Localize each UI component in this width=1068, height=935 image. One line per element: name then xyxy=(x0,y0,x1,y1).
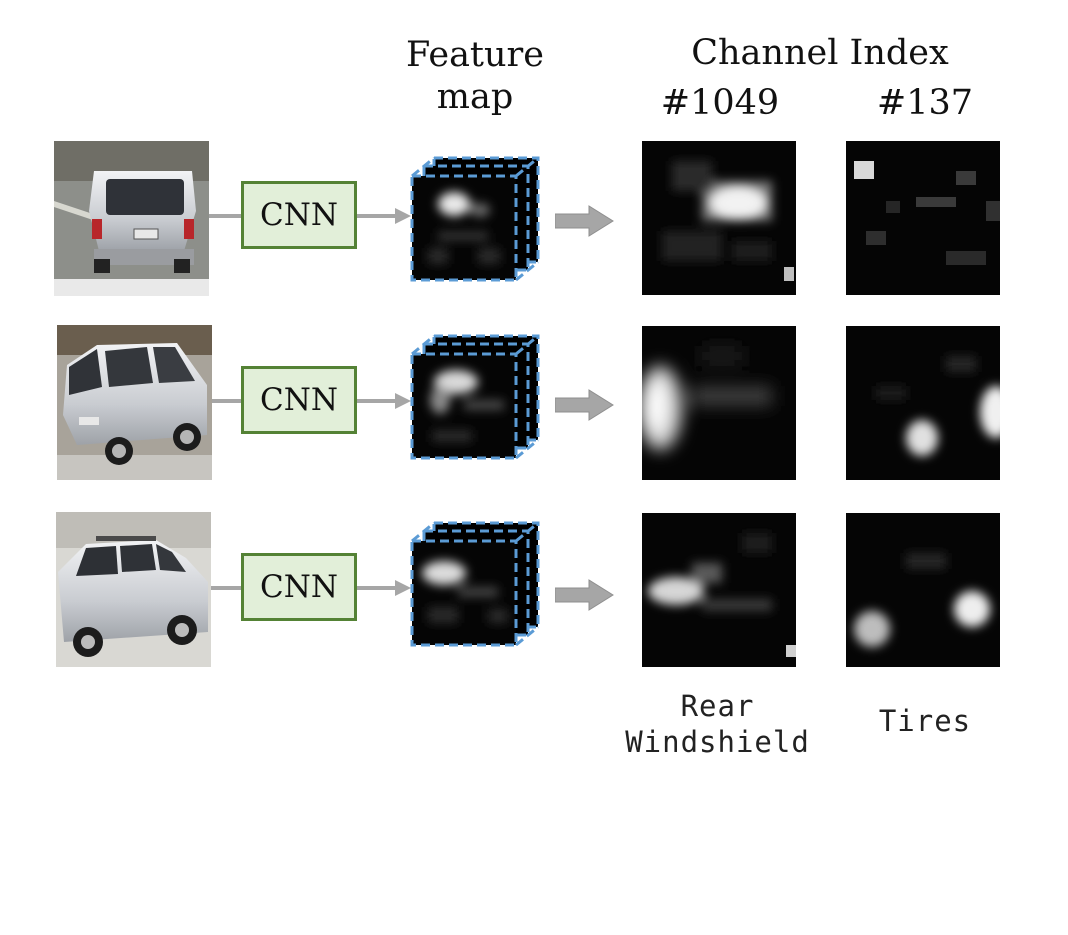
feature-cube-icon xyxy=(410,334,540,460)
feature-map-header: Feature map xyxy=(395,34,555,118)
caption-rear: Rear xyxy=(680,689,755,723)
arrow-right-icon xyxy=(357,393,411,409)
arrow-right-icon xyxy=(357,580,411,596)
feature-map-header-line1: Feature xyxy=(405,35,544,75)
channel-index-header: Channel Index xyxy=(691,33,949,73)
channel-1049-header: #1049 xyxy=(660,83,780,123)
block-arrow-icon xyxy=(555,205,614,237)
feature-cube-icon xyxy=(410,156,540,282)
cnn-label: CNN xyxy=(260,197,338,233)
vehicle-image xyxy=(57,325,212,480)
channel-137-header: #137 xyxy=(876,83,974,123)
block-arrow-icon xyxy=(555,579,614,611)
feature-cube-icon xyxy=(410,521,540,647)
activation-heatmap xyxy=(642,513,796,667)
cnn-label: CNN xyxy=(260,382,338,418)
activation-heatmap xyxy=(846,326,1000,480)
caption-tires: Tires xyxy=(878,704,972,738)
activation-heatmap xyxy=(846,513,1000,667)
vehicle-image xyxy=(54,141,209,296)
connector-line xyxy=(212,399,241,403)
cnn-block: CNN xyxy=(241,366,357,434)
caption-rear-windshield: Rear Windshield xyxy=(600,688,835,760)
connector-line xyxy=(209,214,241,218)
block-arrow-icon xyxy=(555,389,614,421)
connector-line xyxy=(211,586,241,590)
activation-heatmap xyxy=(642,141,796,295)
cnn-label: CNN xyxy=(260,569,338,605)
vehicle-image xyxy=(56,512,211,667)
arrow-right-icon xyxy=(357,208,411,224)
activation-heatmap xyxy=(642,326,796,480)
cnn-block: CNN xyxy=(241,553,357,621)
caption-windshield: Windshield xyxy=(625,725,810,759)
activation-heatmap xyxy=(846,141,1000,295)
cnn-block: CNN xyxy=(241,181,357,249)
feature-map-header-line2: map xyxy=(436,77,514,117)
